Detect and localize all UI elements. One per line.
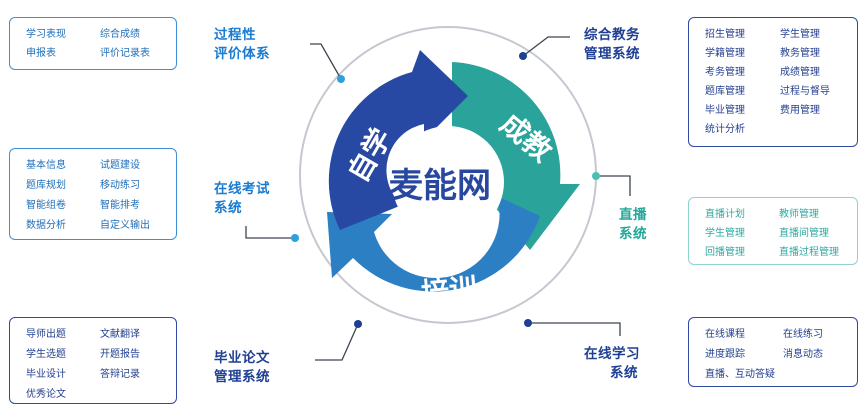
item-academic[interactable]: 统计分析	[705, 124, 745, 135]
item-online-learning[interactable]: 直播、互动答疑	[705, 369, 775, 380]
item-process-eval[interactable]: 综合成绩	[100, 29, 140, 40]
title-line: 在线学习	[584, 346, 640, 362]
title-process-eval: 过程性 评价体系	[214, 26, 270, 64]
title-line: 直播	[619, 207, 647, 223]
dot-online-exam	[291, 234, 299, 242]
box-online-exam: 基本信息 试题建设 题库规划 移动练习 智能组卷 智能排考 数据分析 自定义输出	[9, 148, 177, 240]
item-live[interactable]: 回播管理	[705, 247, 745, 258]
title-line: 系统	[214, 200, 242, 216]
list-online-exam: 基本信息 试题建设 题库规划 移动练习 智能组卷 智能排考 数据分析 自定义输出	[10, 149, 176, 240]
item-thesis[interactable]: 开题报告	[100, 349, 140, 360]
item-thesis[interactable]: 答辩记录	[100, 369, 140, 380]
arrow-self-study	[328, 50, 468, 230]
arrow-training	[327, 196, 540, 292]
item-academic[interactable]: 学生管理	[780, 29, 820, 40]
title-online-exam: 在线考试 系统	[214, 180, 270, 218]
item-thesis[interactable]: 导师出题	[26, 329, 66, 340]
item-online-exam[interactable]: 自定义输出	[100, 220, 150, 231]
dot-live	[592, 172, 600, 180]
connector-online-learning	[528, 322, 621, 336]
box-live: 直播计划 教师管理 学生管理 直播间管理 回播管理 直播过程管理	[688, 197, 858, 265]
dot-academic	[519, 52, 527, 60]
item-online-learning[interactable]: 在线练习	[783, 329, 823, 340]
box-online-learning: 在线课程 在线练习 进度跟踪 消息动态 直播、互动答疑	[688, 317, 858, 387]
item-academic[interactable]: 招生管理	[705, 29, 745, 40]
item-online-exam[interactable]: 题库规划	[26, 180, 66, 191]
item-thesis[interactable]: 文献翻译	[100, 329, 140, 340]
list-online-learning: 在线课程 在线练习 进度跟踪 消息动态 直播、互动答疑	[689, 318, 857, 389]
title-line: 系统	[619, 226, 647, 242]
item-academic[interactable]: 过程与督导	[780, 86, 830, 97]
item-live[interactable]: 直播间管理	[779, 228, 829, 239]
title-line: 过程性	[214, 27, 256, 43]
item-thesis[interactable]: 优秀论文	[26, 389, 66, 400]
connector-academic	[522, 36, 570, 57]
title-line: 系统	[610, 365, 638, 381]
box-academic: 招生管理 学生管理 学籍管理 教务管理 考务管理 成绩管理 题库管理 过程与督导…	[688, 17, 858, 147]
item-process-eval[interactable]: 学习表现	[26, 29, 66, 40]
item-academic[interactable]: 题库管理	[705, 86, 745, 97]
box-process-eval: 学习表现 综合成绩 申报表 评价记录表	[9, 17, 177, 70]
item-online-learning[interactable]: 在线课程	[705, 329, 745, 340]
item-academic[interactable]: 学籍管理	[705, 48, 745, 59]
item-online-exam[interactable]: 移动练习	[100, 180, 140, 191]
connector-thesis	[315, 323, 359, 361]
item-live[interactable]: 直播过程管理	[779, 247, 839, 258]
connector-lines	[245, 36, 631, 361]
item-live[interactable]: 直播计划	[705, 209, 745, 220]
title-line: 管理系统	[584, 46, 640, 62]
list-academic: 招生管理 学生管理 学籍管理 教务管理 考务管理 成绩管理 题库管理 过程与督导…	[689, 18, 857, 144]
title-line: 毕业论文	[214, 350, 270, 366]
item-academic[interactable]: 毕业管理	[705, 105, 745, 116]
item-academic[interactable]: 教务管理	[780, 48, 820, 59]
title-thesis: 毕业论文 管理系统	[214, 349, 270, 387]
item-academic[interactable]: 成绩管理	[780, 67, 820, 78]
title-line: 在线考试	[214, 181, 270, 197]
list-thesis: 导师出题 文献翻译 学生选题 开题报告 毕业设计 答辩记录 优秀论文	[10, 318, 176, 409]
item-online-exam[interactable]: 智能组卷	[26, 200, 66, 211]
title-live: 直播 系统	[619, 206, 647, 244]
item-process-eval[interactable]: 评价记录表	[100, 48, 150, 59]
center-disc	[392, 126, 504, 238]
item-online-exam[interactable]: 智能排考	[100, 200, 140, 211]
title-academic: 综合教务 管理系统	[584, 26, 640, 64]
list-live: 直播计划 教师管理 学生管理 直播间管理 回播管理 直播过程管理	[689, 198, 857, 267]
connector-process-eval	[310, 43, 342, 80]
item-thesis[interactable]: 学生选题	[26, 349, 66, 360]
title-online-learning: 在线学习 系统	[584, 345, 640, 383]
list-process-eval: 学习表现 综合成绩 申报表 评价记录表	[10, 18, 176, 68]
item-online-exam[interactable]: 基本信息	[26, 160, 66, 171]
dot-online-learning	[524, 319, 532, 327]
item-process-eval[interactable]: 申报表	[26, 48, 56, 59]
item-academic[interactable]: 考务管理	[705, 67, 745, 78]
item-online-learning[interactable]: 进度跟踪	[705, 349, 745, 360]
title-line: 管理系统	[214, 369, 270, 385]
item-online-learning[interactable]: 消息动态	[783, 349, 823, 360]
item-live[interactable]: 学生管理	[705, 228, 745, 239]
dot-process-eval	[337, 75, 345, 83]
box-thesis: 导师出题 文献翻译 学生选题 开题报告 毕业设计 答辩记录 优秀论文	[9, 317, 177, 404]
arrow-results	[452, 62, 580, 250]
center-brand: 麦能网	[389, 167, 491, 205]
item-live[interactable]: 教师管理	[779, 209, 819, 220]
dot-thesis	[354, 320, 362, 328]
item-academic[interactable]: 费用管理	[780, 105, 820, 116]
title-line: 综合教务	[584, 27, 640, 43]
connector-live	[596, 175, 631, 196]
item-online-exam[interactable]: 数据分析	[26, 220, 66, 231]
title-line: 评价体系	[214, 46, 270, 62]
connector-online-exam	[245, 226, 295, 239]
cycle-label-training: 培训	[420, 272, 479, 310]
item-online-exam[interactable]: 试题建设	[100, 160, 140, 171]
item-thesis[interactable]: 毕业设计	[26, 369, 66, 380]
